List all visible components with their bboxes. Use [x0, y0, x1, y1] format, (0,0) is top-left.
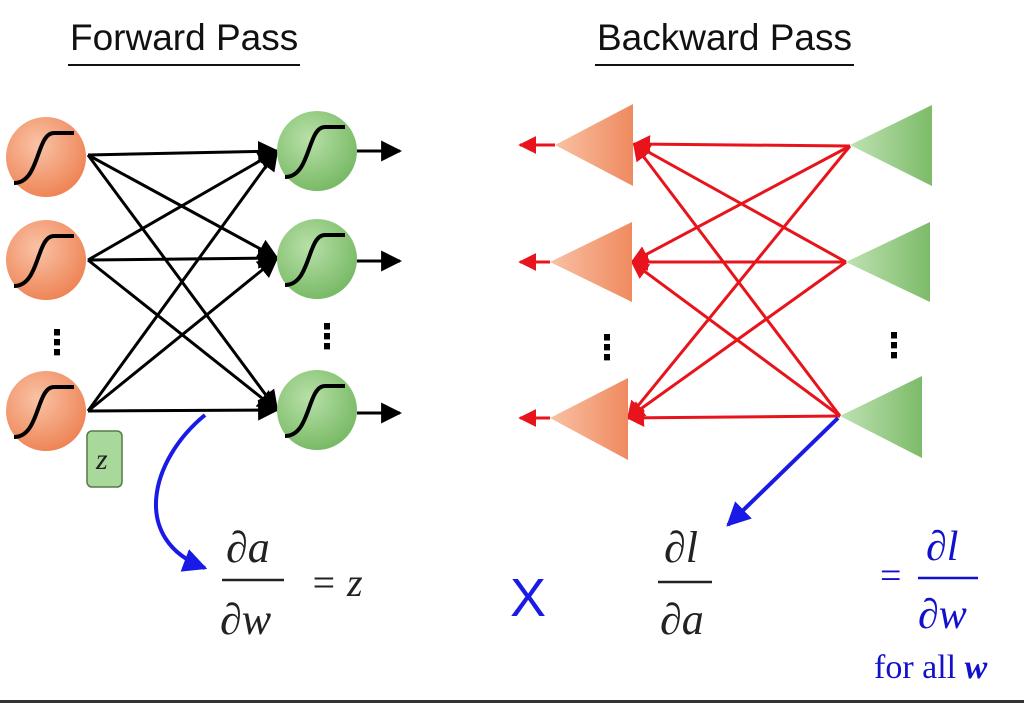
forward-edge-2-2: [87, 247, 280, 269]
backward-input-triangle-1: [555, 104, 633, 186]
ellipsis-inputs: ⋮: [40, 323, 74, 363]
input-node-3: [6, 371, 86, 451]
partial-a-over-w: ∂a ∂w: [220, 523, 284, 644]
forward-edge-1-1: [87, 140, 280, 162]
da-dw-denominator: ∂w: [220, 595, 272, 644]
bottom-divider: [0, 700, 1024, 703]
forward-pass-title: Forward Pass: [68, 14, 301, 66]
backward-edge-1-1: [632, 135, 851, 154]
equals-z: = z: [310, 560, 363, 605]
input-node-1: [6, 117, 86, 197]
da-dw-numerator: ∂a: [226, 523, 270, 572]
forward-edge-3-2: [87, 256, 279, 413]
backward-edges: [626, 135, 852, 427]
backward-edge-2-1: [632, 142, 847, 264]
backward-pass-title: Backward Pass: [595, 14, 854, 66]
forward-edges: [86, 140, 280, 421]
backward-edge-3-3: [626, 408, 841, 427]
output-node-3: [277, 370, 357, 450]
z-activation-box: z: [86, 430, 123, 488]
blue-arrow-forward: [154, 413, 208, 572]
dl-dw-denominator: ∂w: [918, 592, 967, 638]
ellipsis-outputs: ⋮: [310, 317, 344, 357]
backward-output-triangle-3: [840, 376, 922, 458]
forward-edge-2-1: [87, 149, 279, 262]
backward-edge-3-2: [630, 260, 841, 418]
for-all-text: for all w: [874, 649, 988, 686]
backward-output-triangle-2: [846, 222, 930, 302]
multiply-sign: X: [510, 568, 546, 628]
backward-input-triangle-3: [550, 378, 628, 460]
backward-input-triangle-2: [550, 222, 632, 302]
ellipsis-backward-left: ⋮: [590, 328, 624, 368]
input-node-2: [6, 220, 86, 300]
ellipsis-backward-right: ⋮: [877, 326, 911, 366]
partial-l-over-a: ∂l ∂a: [658, 523, 712, 644]
result-equals: =: [880, 555, 901, 597]
dl-da-denominator: ∂a: [660, 595, 704, 644]
backward-output-triangle-1: [850, 105, 932, 186]
blue-arrow-backward: [726, 416, 840, 527]
backward-edge-3-1: [632, 142, 842, 417]
forward-edge-3-1: [86, 149, 279, 412]
dl-da-numerator: ∂l: [664, 523, 698, 572]
forward-edge-3-3: [87, 399, 280, 421]
output-node-2: [277, 219, 357, 299]
z-label: z: [95, 443, 108, 476]
partial-l-over-w: ∂l ∂w: [918, 524, 978, 638]
output-node-1: [277, 111, 357, 191]
dl-dw-numerator: ∂l: [926, 524, 958, 570]
